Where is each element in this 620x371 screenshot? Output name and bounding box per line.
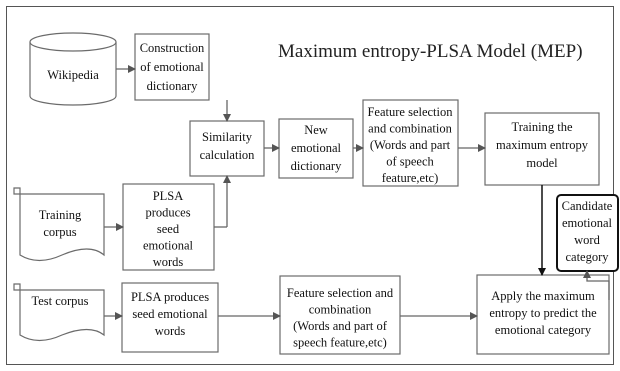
new-dictionary-line: emotional [291,141,342,155]
plsa-seed-bottom-line: words [155,324,186,338]
feature-selection-top-line: (Words and part [370,138,451,152]
apply-model-line: entropy to predict the [489,306,597,320]
diagram-title: Maximum entropy-PLSA Model (MEP) [278,41,583,62]
test-corpus-node: Test corpus [13,283,105,342]
plsa-seed-bottom-line: PLSA produces [131,290,209,304]
new-dictionary-line: dictionary [291,159,342,173]
new-dictionary-node: New emotional dictionary [278,118,354,179]
plsa-seed-top-label: PLSA produces seed emotional words [143,189,194,269]
plsa-seed-top-line: PLSA [153,189,184,203]
edge-apply-candidate [583,270,610,300]
candidate-line: Candidate [562,199,613,213]
similarity-line: calculation [200,148,256,162]
wikipedia-label: Wikipedia [47,68,99,82]
candidate-label: Candidate emotional word category [562,199,613,264]
plsa-seed-bottom-label: PLSA produces seed emotional words [131,290,209,338]
training-corpus-label: Training corpus [39,208,82,239]
new-dictionary-line: New [304,123,328,137]
similarity-node: Similarity calculation [189,120,265,177]
training-corpus-line: corpus [43,225,76,239]
plsa-seed-top-line: emotional [143,239,194,253]
training-model-line: model [526,156,558,170]
similarity-line: Similarity [202,130,253,144]
training-model-node: Training the maximum entropy model [484,112,600,186]
wikipedia-node: Wikipedia [29,32,117,106]
plsa-seed-top-line: seed [157,222,180,236]
construction-line: dictionary [147,79,198,93]
apply-model-line: Apply the maximum [491,289,595,303]
feature-selection-bottom-label: Feature selection and combination (Words a… [287,286,394,350]
new-dictionary-label: New emotional dictionary [291,123,342,173]
feature-selection-top-label: Feature selection and combination (Words a… [367,105,453,185]
construction-label: Construction of emotional dictionary [140,41,205,93]
training-model-line: Training the [512,120,573,134]
similarity-label: Similarity calculation [200,130,256,162]
candidate-line: emotional [562,216,613,230]
feature-selection-top-line: feature,etc) [382,171,439,185]
apply-model-line: emotional category [495,323,592,337]
candidate-node: Candidate emotional word category [556,194,619,272]
apply-model-node: Apply the maximum entropy to predict the e… [476,274,610,355]
feature-selection-top-line: Feature selection [367,105,453,119]
plsa-seed-bottom-node: PLSA produces seed emotional words [121,282,219,353]
feature-selection-top-line: of speech [386,155,434,169]
construction-node: Construction of emotional dictionary [134,33,210,101]
plsa-seed-top-node: PLSA produces seed emotional words [122,183,215,271]
feature-selection-bottom-node: Feature selection and combination (Words a… [279,275,401,355]
training-model-label: Training the maximum entropy model [496,120,589,170]
construction-line: of emotional [140,60,204,74]
plsa-seed-top-line: words [153,255,184,269]
feature-selection-bottom-line: (Words and part of [293,319,388,333]
apply-model-label: Apply the maximum entropy to predict the e… [489,289,597,337]
feature-selection-top-line: and combination [368,122,452,136]
candidate-line: word [574,233,600,247]
feature-selection-bottom-line: combination [309,303,372,317]
training-corpus-line: Training [39,208,82,222]
plsa-seed-bottom-line: seed emotional [132,307,208,321]
training-model-line: maximum entropy [496,138,589,152]
feature-selection-bottom-line: speech feature,etc) [293,336,387,350]
plsa-seed-top-line: produces [145,206,190,220]
construction-line: Construction [140,41,205,55]
training-corpus-node: Training corpus [13,187,105,262]
candidate-line: category [565,250,609,264]
feature-selection-bottom-line: Feature selection and [287,286,394,300]
feature-selection-top-node: Feature selection and combination (Words a… [362,99,459,187]
test-corpus-label: Test corpus [31,294,88,308]
